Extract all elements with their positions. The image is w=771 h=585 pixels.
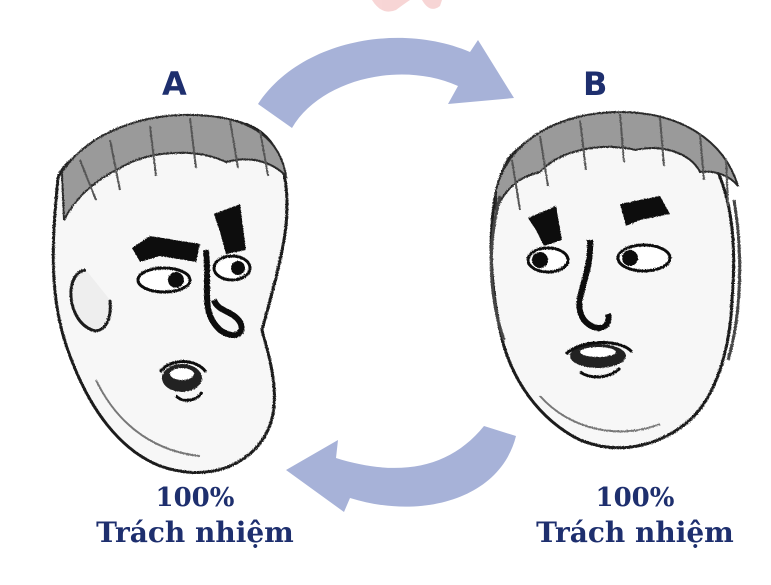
responsibility-text-person-b: Trách nhiệm: [505, 516, 765, 550]
caption-person-b: 100% Trách nhiệm: [505, 483, 765, 550]
face-b-sketch: [491, 112, 740, 448]
face-a-sketch: [53, 115, 287, 473]
bottom-arrow-icon: [286, 426, 516, 512]
caption-person-a: 100% Trách nhiệm: [70, 483, 320, 550]
responsibility-text-person-a: Trách nhiệm: [70, 516, 320, 550]
label-person-b: B: [583, 68, 607, 100]
top-pink-mark: [372, 0, 442, 12]
top-arrow-icon: [258, 38, 514, 128]
label-person-a: A: [162, 68, 187, 100]
percent-person-a: 100%: [70, 483, 320, 514]
percent-person-b: 100%: [505, 483, 765, 514]
